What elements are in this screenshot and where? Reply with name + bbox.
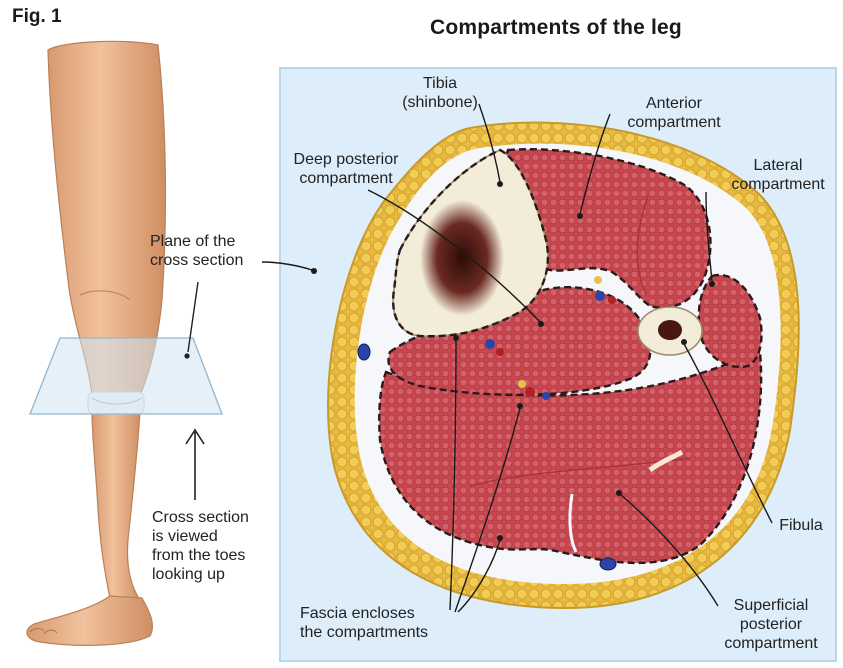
label-cross-section-viewed: Cross section is viewed from the toes lo… (152, 508, 282, 584)
cross-section-plane (30, 338, 222, 414)
label-anterior-compartment: Anterior compartment (604, 94, 744, 132)
shin (92, 410, 140, 600)
foot (27, 596, 153, 645)
tibia-marrow (420, 200, 504, 316)
fibula-marrow (658, 320, 682, 340)
label-plane-of-cross-section: Plane of the cross section (150, 232, 270, 270)
label-fascia: Fascia encloses the compartments (300, 604, 470, 642)
label-superficial-posterior-compartment: Superficial posterior compartment (706, 596, 836, 653)
label-lateral-compartment: Lateral compartment (716, 156, 840, 194)
label-fibula: Fibula (766, 516, 836, 535)
label-deep-posterior-compartment: Deep posterior compartment (280, 150, 412, 188)
label-tibia: Tibia (shinbone) (384, 74, 496, 112)
cross-section (328, 123, 799, 609)
